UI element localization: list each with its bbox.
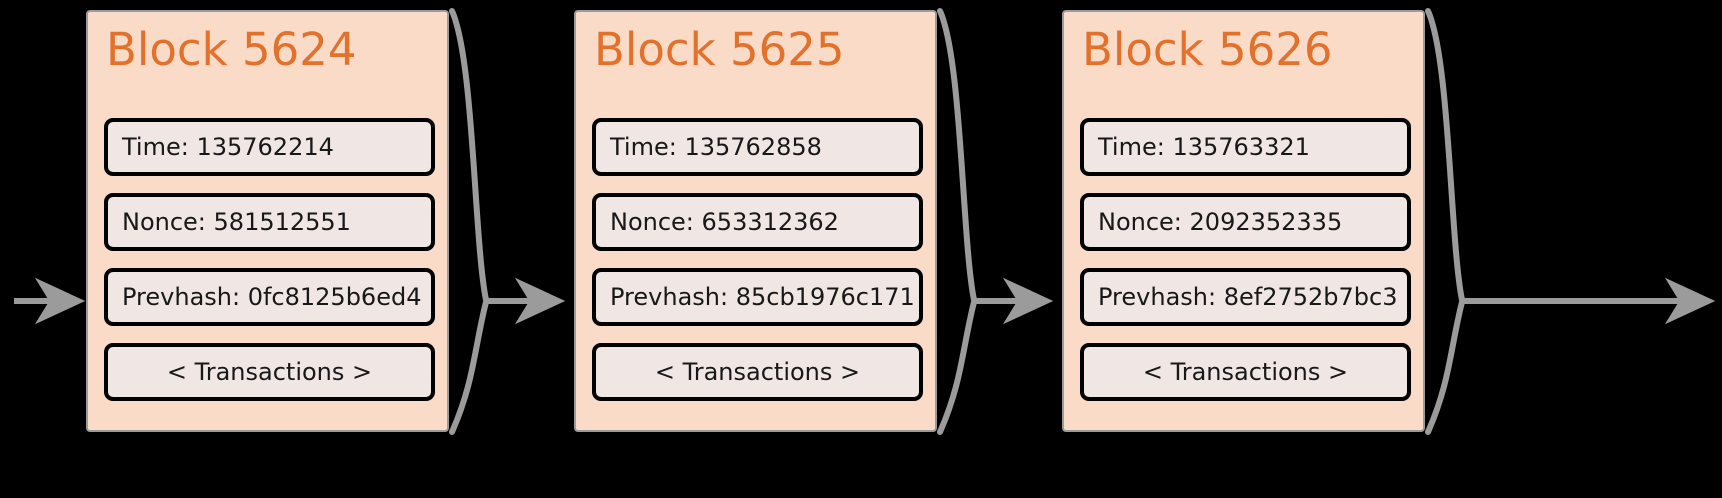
block-5625[interactable]: Block 5625 Time: 135762858 Nonce: 653312…: [574, 10, 937, 432]
block-5624-title: Block 5624: [106, 23, 357, 76]
block-5624-transactions-field[interactable]: < Transactions >: [104, 343, 435, 401]
block-5626-fields: Time: 135763321 Nonce: 2092352335 Prevha…: [1080, 118, 1411, 401]
link-arrow-5625-5626: [937, 8, 1054, 435]
block-5626-nonce-field: Nonce: 2092352335: [1080, 193, 1411, 251]
block-5625-fields: Time: 135762858 Nonce: 653312362 Prevhas…: [592, 118, 923, 401]
block-5625-prevhash-field: Prevhash: 85cb1976c171: [592, 268, 923, 326]
outbound-arrow: [1425, 8, 1716, 435]
block-5626-prevhash-field: Prevhash: 8ef2752b7bc3: [1080, 268, 1411, 326]
link-arrow-5624-5625: [449, 8, 566, 435]
block-5624-prevhash-field: Prevhash: 0fc8125b6ed4: [104, 268, 435, 326]
block-5625-title: Block 5625: [594, 23, 845, 76]
block-5625-transactions-field[interactable]: < Transactions >: [592, 343, 923, 401]
block-5624-fields: Time: 135762214 Nonce: 581512551 Prevhas…: [104, 118, 435, 401]
block-5626-time-field: Time: 135763321: [1080, 118, 1411, 176]
block-5624-time-field: Time: 135762214: [104, 118, 435, 176]
block-5625-nonce-field: Nonce: 653312362: [592, 193, 923, 251]
block-5626[interactable]: Block 5626 Time: 135763321 Nonce: 209235…: [1062, 10, 1425, 432]
block-5624-nonce-field: Nonce: 581512551: [104, 193, 435, 251]
block-5626-title: Block 5626: [1082, 23, 1333, 76]
block-5626-transactions-field[interactable]: < Transactions >: [1080, 343, 1411, 401]
block-5624[interactable]: Block 5624 Time: 135762214 Nonce: 581512…: [86, 10, 449, 432]
block-5625-time-field: Time: 135762858: [592, 118, 923, 176]
